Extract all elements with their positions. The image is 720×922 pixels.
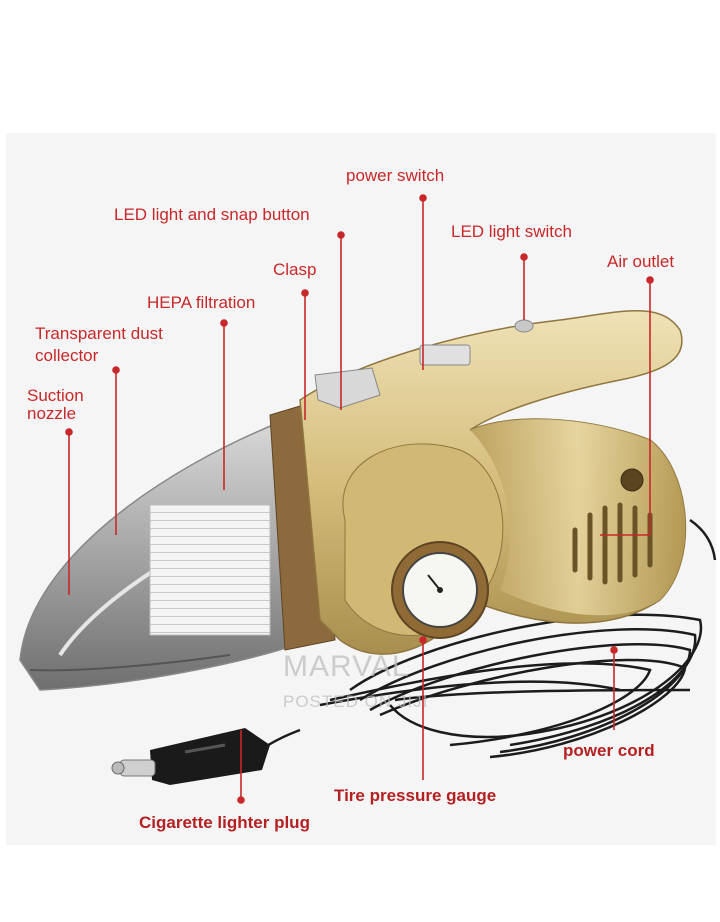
watermark-line1: MARVAL (283, 650, 410, 683)
label-clasp: Clasp (273, 260, 317, 279)
watermark-line2: POSTED ON JIJI (283, 692, 429, 711)
label-dust-collector-line1: Transparent dust (35, 324, 163, 343)
label-cigarette-lighter-plug: Cigarette lighter plug (139, 813, 310, 832)
led-switch-illustration (514, 319, 534, 333)
label-power-switch: power switch (346, 166, 445, 185)
label-led-light-switch: LED light switch (451, 222, 572, 241)
clasp-illustration (314, 367, 381, 409)
power-cord (239, 518, 717, 767)
power-switch-illustration (419, 344, 471, 366)
label-hepa-filtration: HEPA filtration (147, 293, 256, 312)
label-air-outlet: Air outlet (607, 252, 675, 271)
label-suction-nozzle-line1: Suction (27, 386, 84, 405)
cord-socket (620, 468, 644, 492)
callout-lines (65, 194, 654, 804)
label-power-cord: power cord (563, 741, 655, 760)
label-dust-collector-line2: collector (35, 346, 99, 365)
label-tire-pressure-gauge: Tire pressure gauge (334, 786, 497, 805)
dust-collector-illustration (19, 419, 311, 691)
cigarette-lighter-plug-illustration (111, 728, 270, 785)
pressure-gauge-illustration (391, 541, 489, 639)
label-suction-nozzle-line2: nozzle (27, 404, 77, 423)
label-led-snap-button: LED light and snap button (114, 205, 310, 224)
